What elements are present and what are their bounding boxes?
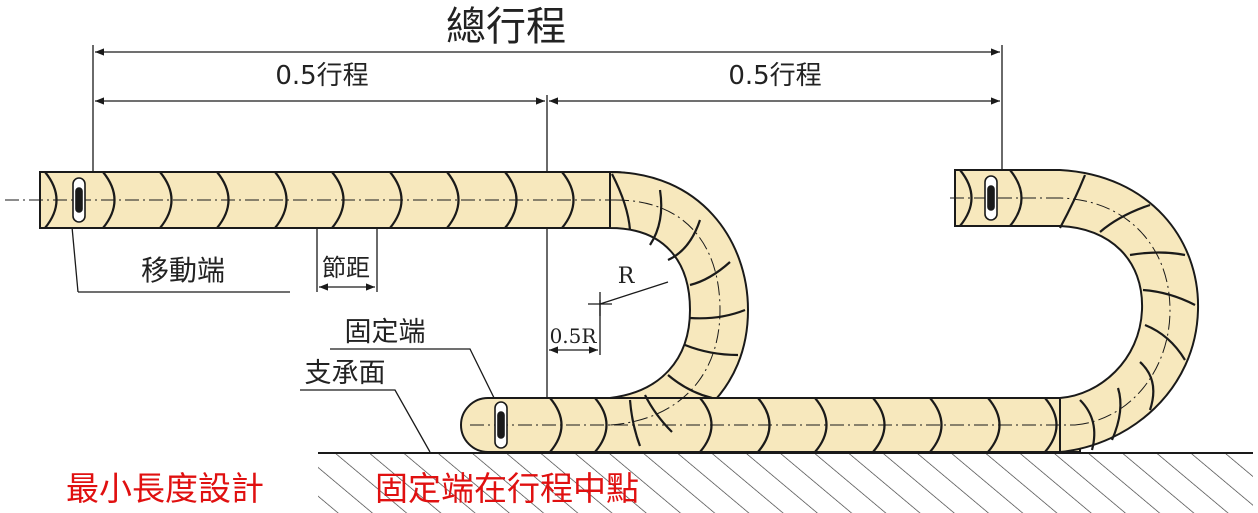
end-brackets bbox=[72, 175, 998, 449]
total-stroke-label: 總行程 bbox=[446, 4, 566, 50]
support-surface-label: 支承面 bbox=[305, 358, 386, 389]
chain-centerline bbox=[5, 197, 1171, 426]
chain-links bbox=[44, 169, 1196, 453]
half-stroke-left-label: 0.5行程 bbox=[275, 61, 368, 91]
half-stroke-right-label: 0.5行程 bbox=[728, 61, 821, 91]
fixed-end-label: 固定端 bbox=[345, 317, 426, 348]
support-surface-ground bbox=[318, 452, 1253, 513]
radius-label: R bbox=[618, 264, 636, 289]
half-radius-label: 0.5R bbox=[550, 324, 598, 348]
chain-right-bend bbox=[954, 169, 1200, 454]
caption-fixed-midpoint: 固定端在行程中點 bbox=[375, 469, 639, 508]
pitch-label: 節距 bbox=[322, 254, 370, 282]
drag-chain bbox=[39, 169, 1200, 454]
caption-min-length: 最小長度設計 bbox=[66, 469, 264, 508]
dimension-lines bbox=[69, 45, 1003, 453]
moving-end-label: 移動端 bbox=[141, 254, 225, 287]
